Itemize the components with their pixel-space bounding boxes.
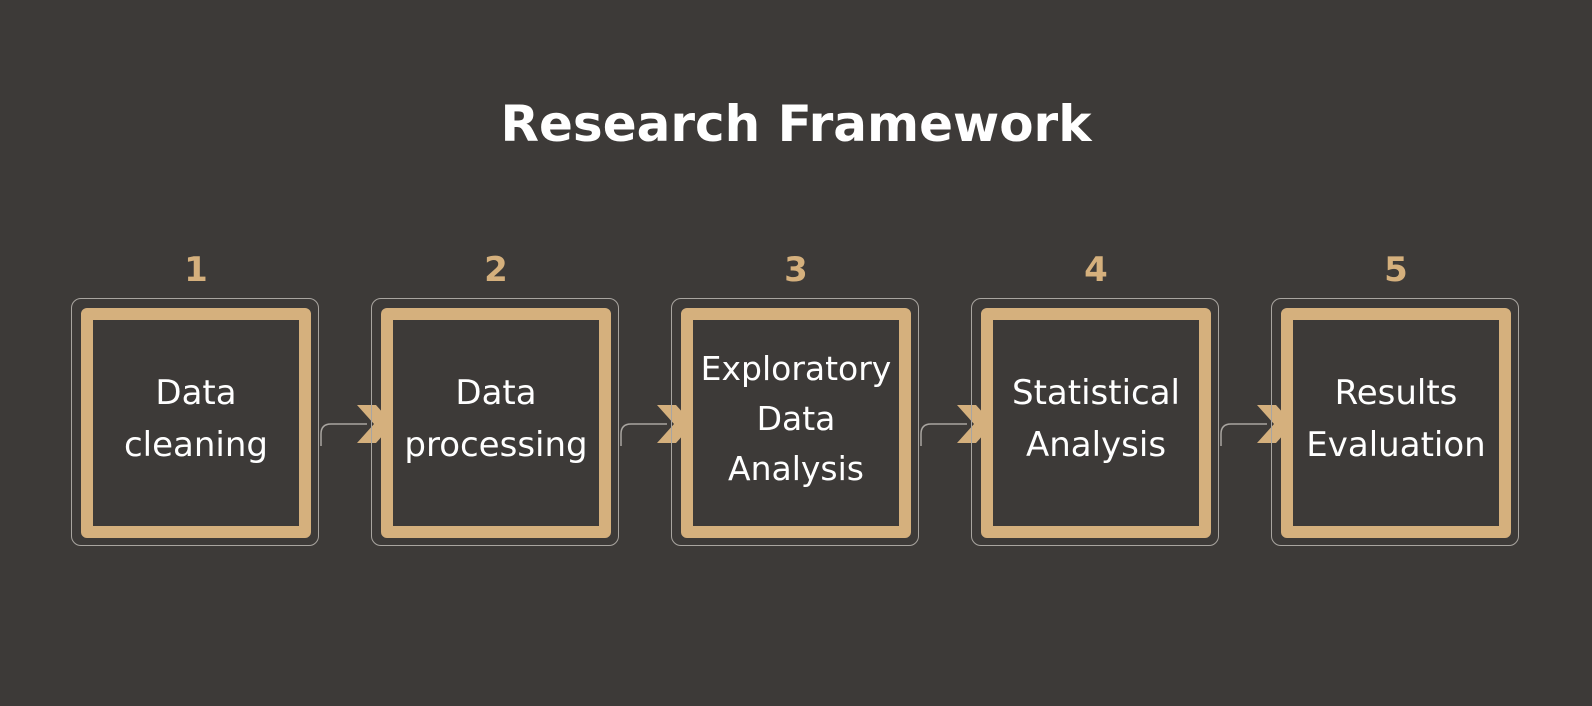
step-number: 2 (484, 250, 508, 290)
step-1: 1 Data cleaning (71, 240, 321, 552)
step-outer-frame (371, 298, 619, 546)
step-box: Results Evaluation (1281, 308, 1511, 538)
step-number: 3 (784, 250, 808, 290)
step-number: 1 (184, 250, 208, 290)
step-outer-frame (1271, 298, 1519, 546)
step-outer-frame (671, 298, 919, 546)
step-box: Statistical Analysis (981, 308, 1211, 538)
step-5: 5 Results Evaluation (1271, 240, 1521, 552)
step-outer-frame (71, 298, 319, 546)
step-label: Data cleaning (123, 373, 269, 465)
connector-line-4-5 (1220, 423, 1267, 446)
connector-lines (320, 423, 1267, 446)
step-label: Results Evaluation (1306, 373, 1486, 465)
step-box: Data cleaning (81, 308, 311, 538)
step-number: 4 (1084, 250, 1108, 290)
connector-line-1-2 (320, 423, 367, 446)
step-3: 3 Exploratory Data Analysis (671, 240, 921, 552)
step-number: 5 (1384, 250, 1408, 290)
step-label: Exploratory Data Analysis (700, 349, 892, 488)
step-box: Data processing (381, 308, 611, 538)
step-label: Data processing (404, 373, 588, 465)
step-4: 4 Statistical Analysis (971, 240, 1221, 552)
step-box: Exploratory Data Analysis (681, 308, 911, 538)
step-label: Statistical Analysis (1012, 373, 1180, 465)
connector-line-2-3 (620, 423, 667, 446)
diagram-title: Research Framework (500, 95, 1092, 153)
step-2: 2 Data processing (371, 240, 621, 552)
connector-line-3-4 (920, 423, 967, 446)
step-outer-frame (971, 298, 1219, 546)
